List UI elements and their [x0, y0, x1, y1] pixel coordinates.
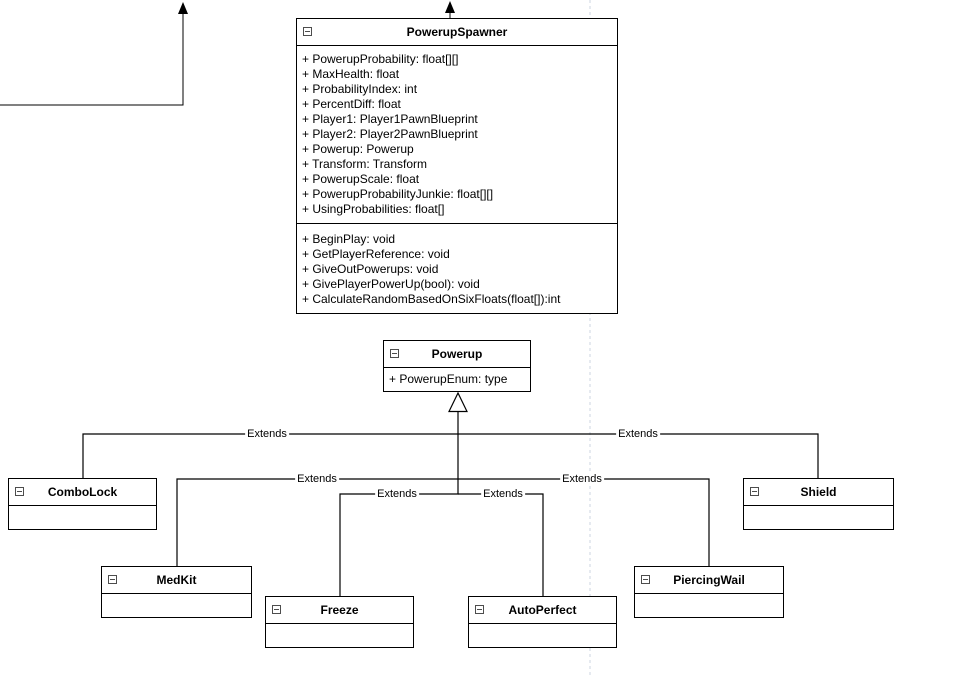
class-empty-section [266, 623, 413, 647]
method-row: + GivePlayerPowerUp(bool): void [302, 277, 480, 291]
edge-shield-extends[interactable] [458, 433, 819, 478]
class-empty-section [744, 505, 893, 529]
collapse-icon[interactable] [108, 575, 117, 584]
edge-label-combolock-extends[interactable]: Extends [245, 428, 289, 440]
edge-label-shield-extends[interactable]: Extends [616, 428, 660, 440]
class-name: Powerup [431, 347, 483, 361]
attribute-row: + Powerup: Powerup [302, 142, 414, 156]
class-name: Freeze [320, 603, 359, 617]
class-box-shield[interactable]: Shield [743, 478, 894, 530]
class-title-bar: Powerup [384, 341, 530, 367]
class-name: MedKit [156, 573, 197, 587]
attribute-row: + PowerupEnum: type [389, 372, 508, 386]
attribute-row: + MaxHealth: float [302, 67, 400, 81]
edge-medkit-extends[interactable] [176, 434, 459, 566]
methods-section: + BeginPlay: void + GetPlayerReference: … [297, 223, 617, 315]
collapse-icon[interactable] [641, 575, 650, 584]
attribute-row: + Player1: Player1PawnBlueprint [302, 112, 478, 126]
class-name: Shield [800, 485, 837, 499]
attribute-row: + Player2: Player2PawnBlueprint [302, 127, 478, 141]
class-title-bar: PowerupSpawner [297, 19, 617, 45]
class-title-bar: PiercingWail [635, 567, 783, 593]
arrowhead-up-icon [445, 1, 455, 13]
collapse-icon[interactable] [272, 605, 281, 614]
class-box-medkit[interactable]: MedKit [101, 566, 252, 618]
class-box-combolock[interactable]: ComboLock [8, 478, 157, 530]
class-empty-section [469, 623, 616, 647]
collapse-icon[interactable] [303, 27, 312, 36]
class-empty-section [9, 505, 156, 529]
collapse-icon[interactable] [475, 605, 484, 614]
edge-topleft-arrow[interactable] [0, 13, 184, 106]
attributes-section: + PowerupEnum: type [384, 367, 530, 392]
class-name: AutoPerfect [508, 603, 577, 617]
attribute-row: + PowerupProbability: float[][] [302, 52, 459, 66]
edge-combolock-extends[interactable] [82, 412, 459, 478]
attribute-row: + Transform: Transform [302, 157, 428, 171]
class-name: PiercingWail [673, 573, 745, 587]
method-row: + BeginPlay: void [302, 232, 396, 246]
attribute-row: + ProbabilityIndex: int [302, 82, 418, 96]
attribute-row: + PercentDiff: float [302, 97, 401, 111]
class-title-bar: Shield [744, 479, 893, 505]
edge-label-medkit-extends[interactable]: Extends [295, 473, 339, 485]
edge-piercingwail-extends[interactable] [458, 478, 710, 566]
edge-label-piercingwail-extends[interactable]: Extends [560, 473, 604, 485]
class-title-bar: ComboLock [9, 479, 156, 505]
arrowhead-up-icon [178, 2, 188, 14]
method-row: + CalculateRandomBasedOnSixFloats(float[… [302, 292, 561, 306]
class-box-piercingwail[interactable]: PiercingWail [634, 566, 784, 618]
generalization-arrowhead-icon [448, 391, 468, 413]
class-name: ComboLock [47, 485, 118, 499]
collapse-icon[interactable] [15, 487, 24, 496]
class-box-powerup[interactable]: Powerup + PowerupEnum: type [383, 340, 531, 392]
edge-label-freeze-extends[interactable]: Extends [375, 488, 419, 500]
collapse-icon[interactable] [750, 487, 759, 496]
class-box-powerupspawner[interactable]: PowerupSpawner + PowerupProbability: flo… [296, 18, 618, 314]
class-empty-section [635, 593, 783, 617]
class-empty-section [102, 593, 251, 617]
edge-label-autoperfect-extends[interactable]: Extends [481, 488, 525, 500]
edge-autoperfect-extends[interactable] [458, 493, 544, 596]
attribute-row: + PowerupScale: float [302, 172, 420, 186]
method-row: + GetPlayerReference: void [302, 247, 450, 261]
class-title-bar: AutoPerfect [469, 597, 616, 623]
attribute-row: + UsingProbabilities: float[] [302, 202, 445, 216]
class-box-autoperfect[interactable]: AutoPerfect [468, 596, 617, 648]
method-row: + GiveOutPowerups: void [302, 262, 439, 276]
attribute-row: + PowerupProbabilityJunkie: float[][] [302, 187, 494, 201]
class-title-bar: MedKit [102, 567, 251, 593]
class-name: PowerupSpawner [406, 25, 508, 39]
class-box-freeze[interactable]: Freeze [265, 596, 414, 648]
class-title-bar: Freeze [266, 597, 413, 623]
attributes-section: + PowerupProbability: float[][] + MaxHea… [297, 45, 617, 223]
collapse-icon[interactable] [390, 349, 399, 358]
